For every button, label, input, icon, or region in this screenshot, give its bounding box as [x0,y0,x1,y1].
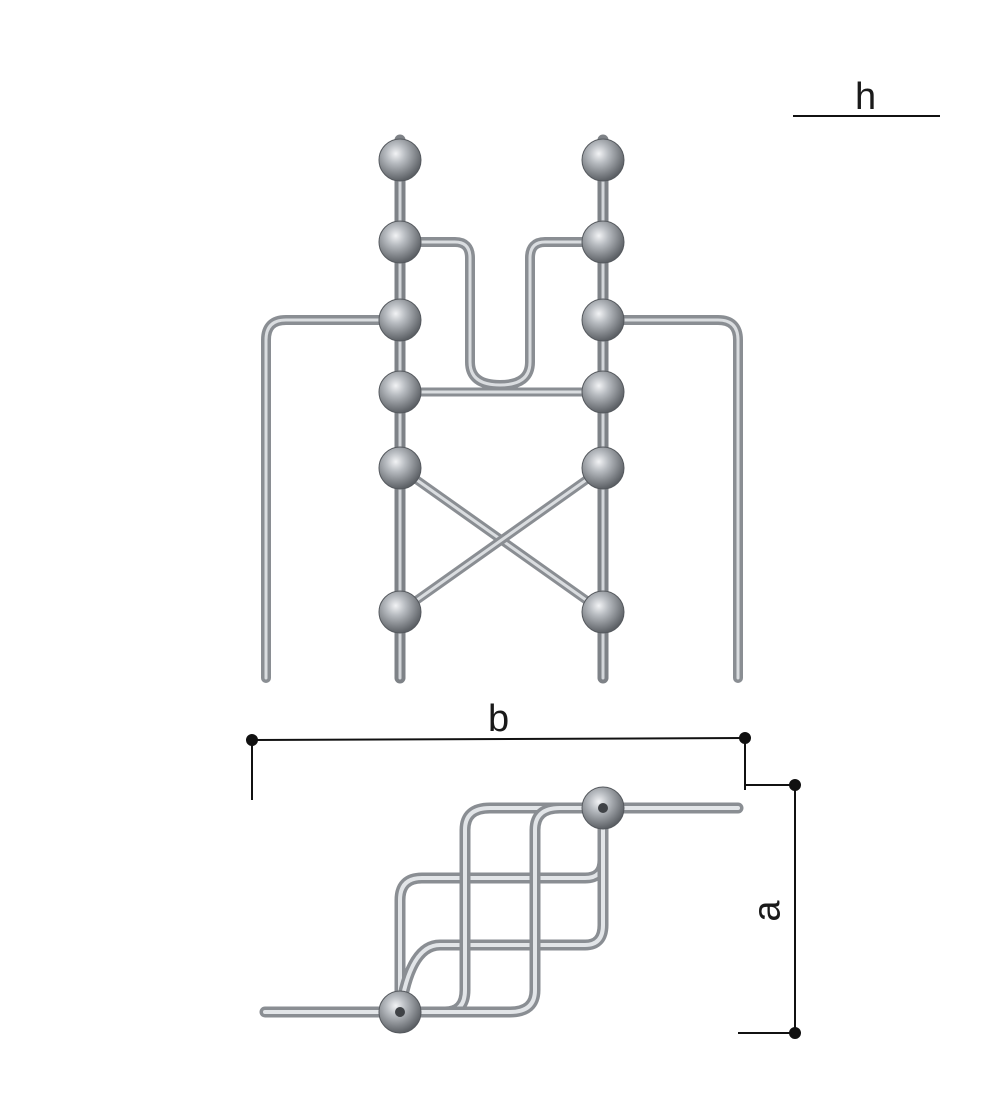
cross-rod-b-highlight [398,466,605,614]
right-ball-column [581,138,625,634]
plan-view [259,802,744,1018]
ball [581,298,625,342]
loop-rod-4-hl [398,806,605,1014]
left-outer-rod-highlight [264,318,402,680]
a-dimension [738,779,801,1039]
ball [378,298,422,342]
ball [581,370,625,414]
b-dimension [246,732,751,800]
inner-u-rod-highlight [398,240,605,387]
ball [378,370,422,414]
loop-rod-1-hl [398,806,605,1014]
loop-rod-4 [394,802,609,1018]
ball [378,446,422,490]
ball [378,590,422,634]
ball [581,446,625,490]
ball [378,220,422,264]
a-dimension-label: a [746,900,789,922]
ball-hole [598,803,608,813]
loop-rod-3 [394,802,609,1018]
ball [581,220,625,264]
plan-balls [378,786,625,1034]
b-dimension-label: b [488,698,510,740]
left-outer-rod [261,315,405,683]
loop-rod-2 [394,802,609,1018]
ball-hole [395,1007,405,1017]
right-outer-rod-highlight [601,318,740,680]
ball [378,138,422,182]
ball [581,590,625,634]
h-dimension-label: h [855,76,877,118]
front-view [261,134,743,684]
ball [581,138,625,182]
loop-rod-2-hl [398,806,605,1014]
right-outer-rod [598,315,743,683]
left-ball-column [378,138,422,634]
inner-u-rod [395,237,608,390]
loop-rod-3-hl [398,806,605,1014]
loop-rod-1 [394,802,609,1018]
